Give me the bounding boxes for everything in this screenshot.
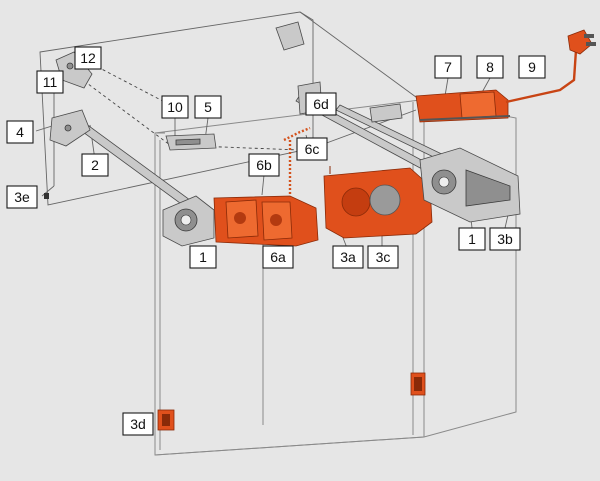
cover-3a <box>323 166 433 239</box>
label-3b: 3b <box>489 227 521 251</box>
side-bracket-3d <box>157 409 175 431</box>
svg-text:12: 12 <box>80 50 96 66</box>
side-bracket-right <box>410 372 426 396</box>
svg-text:3d: 3d <box>130 416 146 432</box>
svg-text:6d: 6d <box>313 96 329 112</box>
label-2: 2 <box>81 153 109 177</box>
top-bracket-right <box>275 21 305 51</box>
drive-unit-top <box>415 89 511 123</box>
svg-text:3b: 3b <box>497 231 513 247</box>
label-5: 5 <box>194 95 222 119</box>
label-6d: 6d <box>305 92 337 116</box>
label-3e: 3e <box>6 185 38 209</box>
svg-text:6b: 6b <box>256 157 272 173</box>
svg-text:3e: 3e <box>14 189 30 205</box>
label-11: 11 <box>36 70 64 94</box>
label-8: 8 <box>476 55 504 79</box>
marker-3e <box>44 193 49 199</box>
label-1-right: 1 <box>458 227 486 251</box>
svg-text:6c: 6c <box>305 141 320 157</box>
cable-6c <box>283 126 311 196</box>
cover-circle-3c <box>369 184 401 216</box>
label-7: 7 <box>434 55 462 79</box>
svg-text:6a: 6a <box>270 249 286 265</box>
svg-text:11: 11 <box>43 74 58 90</box>
svg-text:1: 1 <box>468 231 476 247</box>
label-3c: 3c <box>367 245 399 269</box>
svg-text:3a: 3a <box>340 249 356 265</box>
label-4: 4 <box>6 120 34 144</box>
svg-text:2: 2 <box>91 157 99 173</box>
motor-unit-left <box>213 195 319 247</box>
svg-text:8: 8 <box>486 59 494 75</box>
label-1-left: 1 <box>189 245 217 269</box>
label-3a: 3a <box>332 245 364 269</box>
svg-text:1: 1 <box>199 249 207 265</box>
svg-text:5: 5 <box>204 99 212 115</box>
label-9: 9 <box>518 55 546 79</box>
bracket-mid <box>369 103 403 123</box>
svg-text:9: 9 <box>528 59 536 75</box>
label-6a: 6a <box>262 245 294 269</box>
lift-mechanism-left <box>162 195 215 247</box>
label-3d: 3d <box>122 412 154 436</box>
power-cable <box>505 29 596 104</box>
svg-text:7: 7 <box>444 59 452 75</box>
label-6c: 6c <box>296 137 328 161</box>
lift-mechanism-right <box>419 147 521 223</box>
bracket-10-5 <box>165 133 217 151</box>
flap-bracket-4 <box>49 109 91 147</box>
label-12: 12 <box>74 46 102 70</box>
svg-text:4: 4 <box>16 124 24 140</box>
label-6b: 6b <box>248 153 280 177</box>
label-10: 10 <box>161 95 189 119</box>
svg-text:10: 10 <box>167 99 183 115</box>
svg-text:3c: 3c <box>376 249 391 265</box>
